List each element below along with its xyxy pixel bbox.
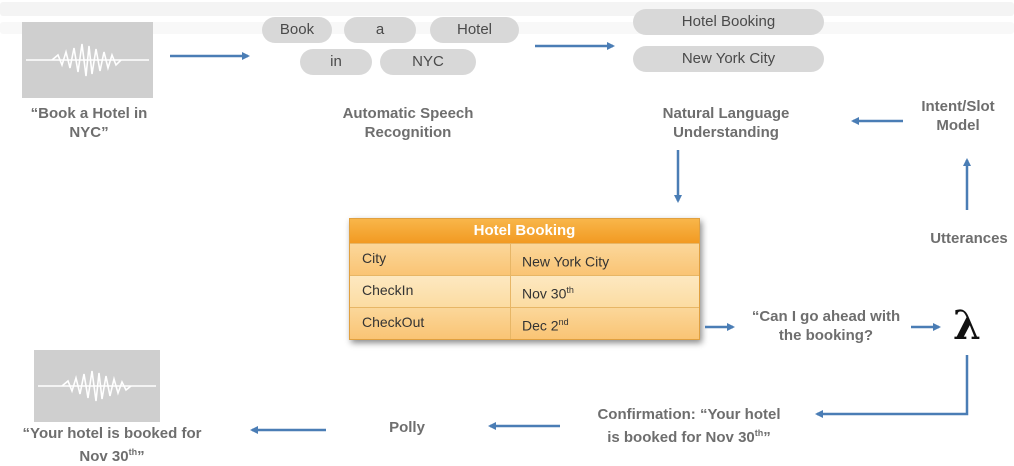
input-utterance-label: “Book a Hotel in NYC” — [30, 105, 148, 141]
intent-pill: Hotel Booking — [633, 9, 824, 35]
prompt-caption: “Can I go ahead with the booking? — [751, 308, 901, 344]
nlu-caption: Natural Language Understanding — [662, 105, 790, 141]
table-key: City — [350, 244, 511, 275]
table-value: New York City — [522, 253, 610, 270]
lambda-icon: λ — [953, 302, 982, 349]
output-waveform-icon — [34, 350, 160, 422]
token-pill: Book — [262, 17, 332, 43]
confirmation-caption: Confirmation: “Your hotel is booked for … — [597, 406, 781, 446]
arrow-icon — [815, 355, 969, 418]
slot-pill: New York City — [633, 46, 824, 72]
hotel-booking-table: Hotel Booking City New York City CheckIn… — [349, 218, 700, 340]
token-pill: in — [300, 49, 372, 75]
utterances-caption: Utterances — [930, 230, 1008, 247]
table-key: CheckIn — [350, 276, 511, 307]
table-title: Hotel Booking — [350, 219, 699, 243]
model-caption: Intent/Slot Model — [921, 98, 995, 134]
table-key: CheckOut — [350, 308, 511, 339]
token-pill: NYC — [380, 49, 476, 75]
input-waveform-icon — [22, 22, 153, 98]
token-pill: a — [344, 17, 416, 43]
table-value: Nov 30th — [522, 285, 574, 302]
polly-caption: Polly — [389, 419, 425, 436]
token-pill: Hotel — [430, 17, 519, 43]
table-row: City New York City — [350, 243, 699, 275]
table-value: Dec 2nd — [522, 317, 569, 334]
table-row: CheckIn Nov 30th — [350, 275, 699, 307]
asr-caption: Automatic Speech Recognition — [342, 105, 474, 141]
table-row: CheckOut Dec 2nd — [350, 307, 699, 339]
